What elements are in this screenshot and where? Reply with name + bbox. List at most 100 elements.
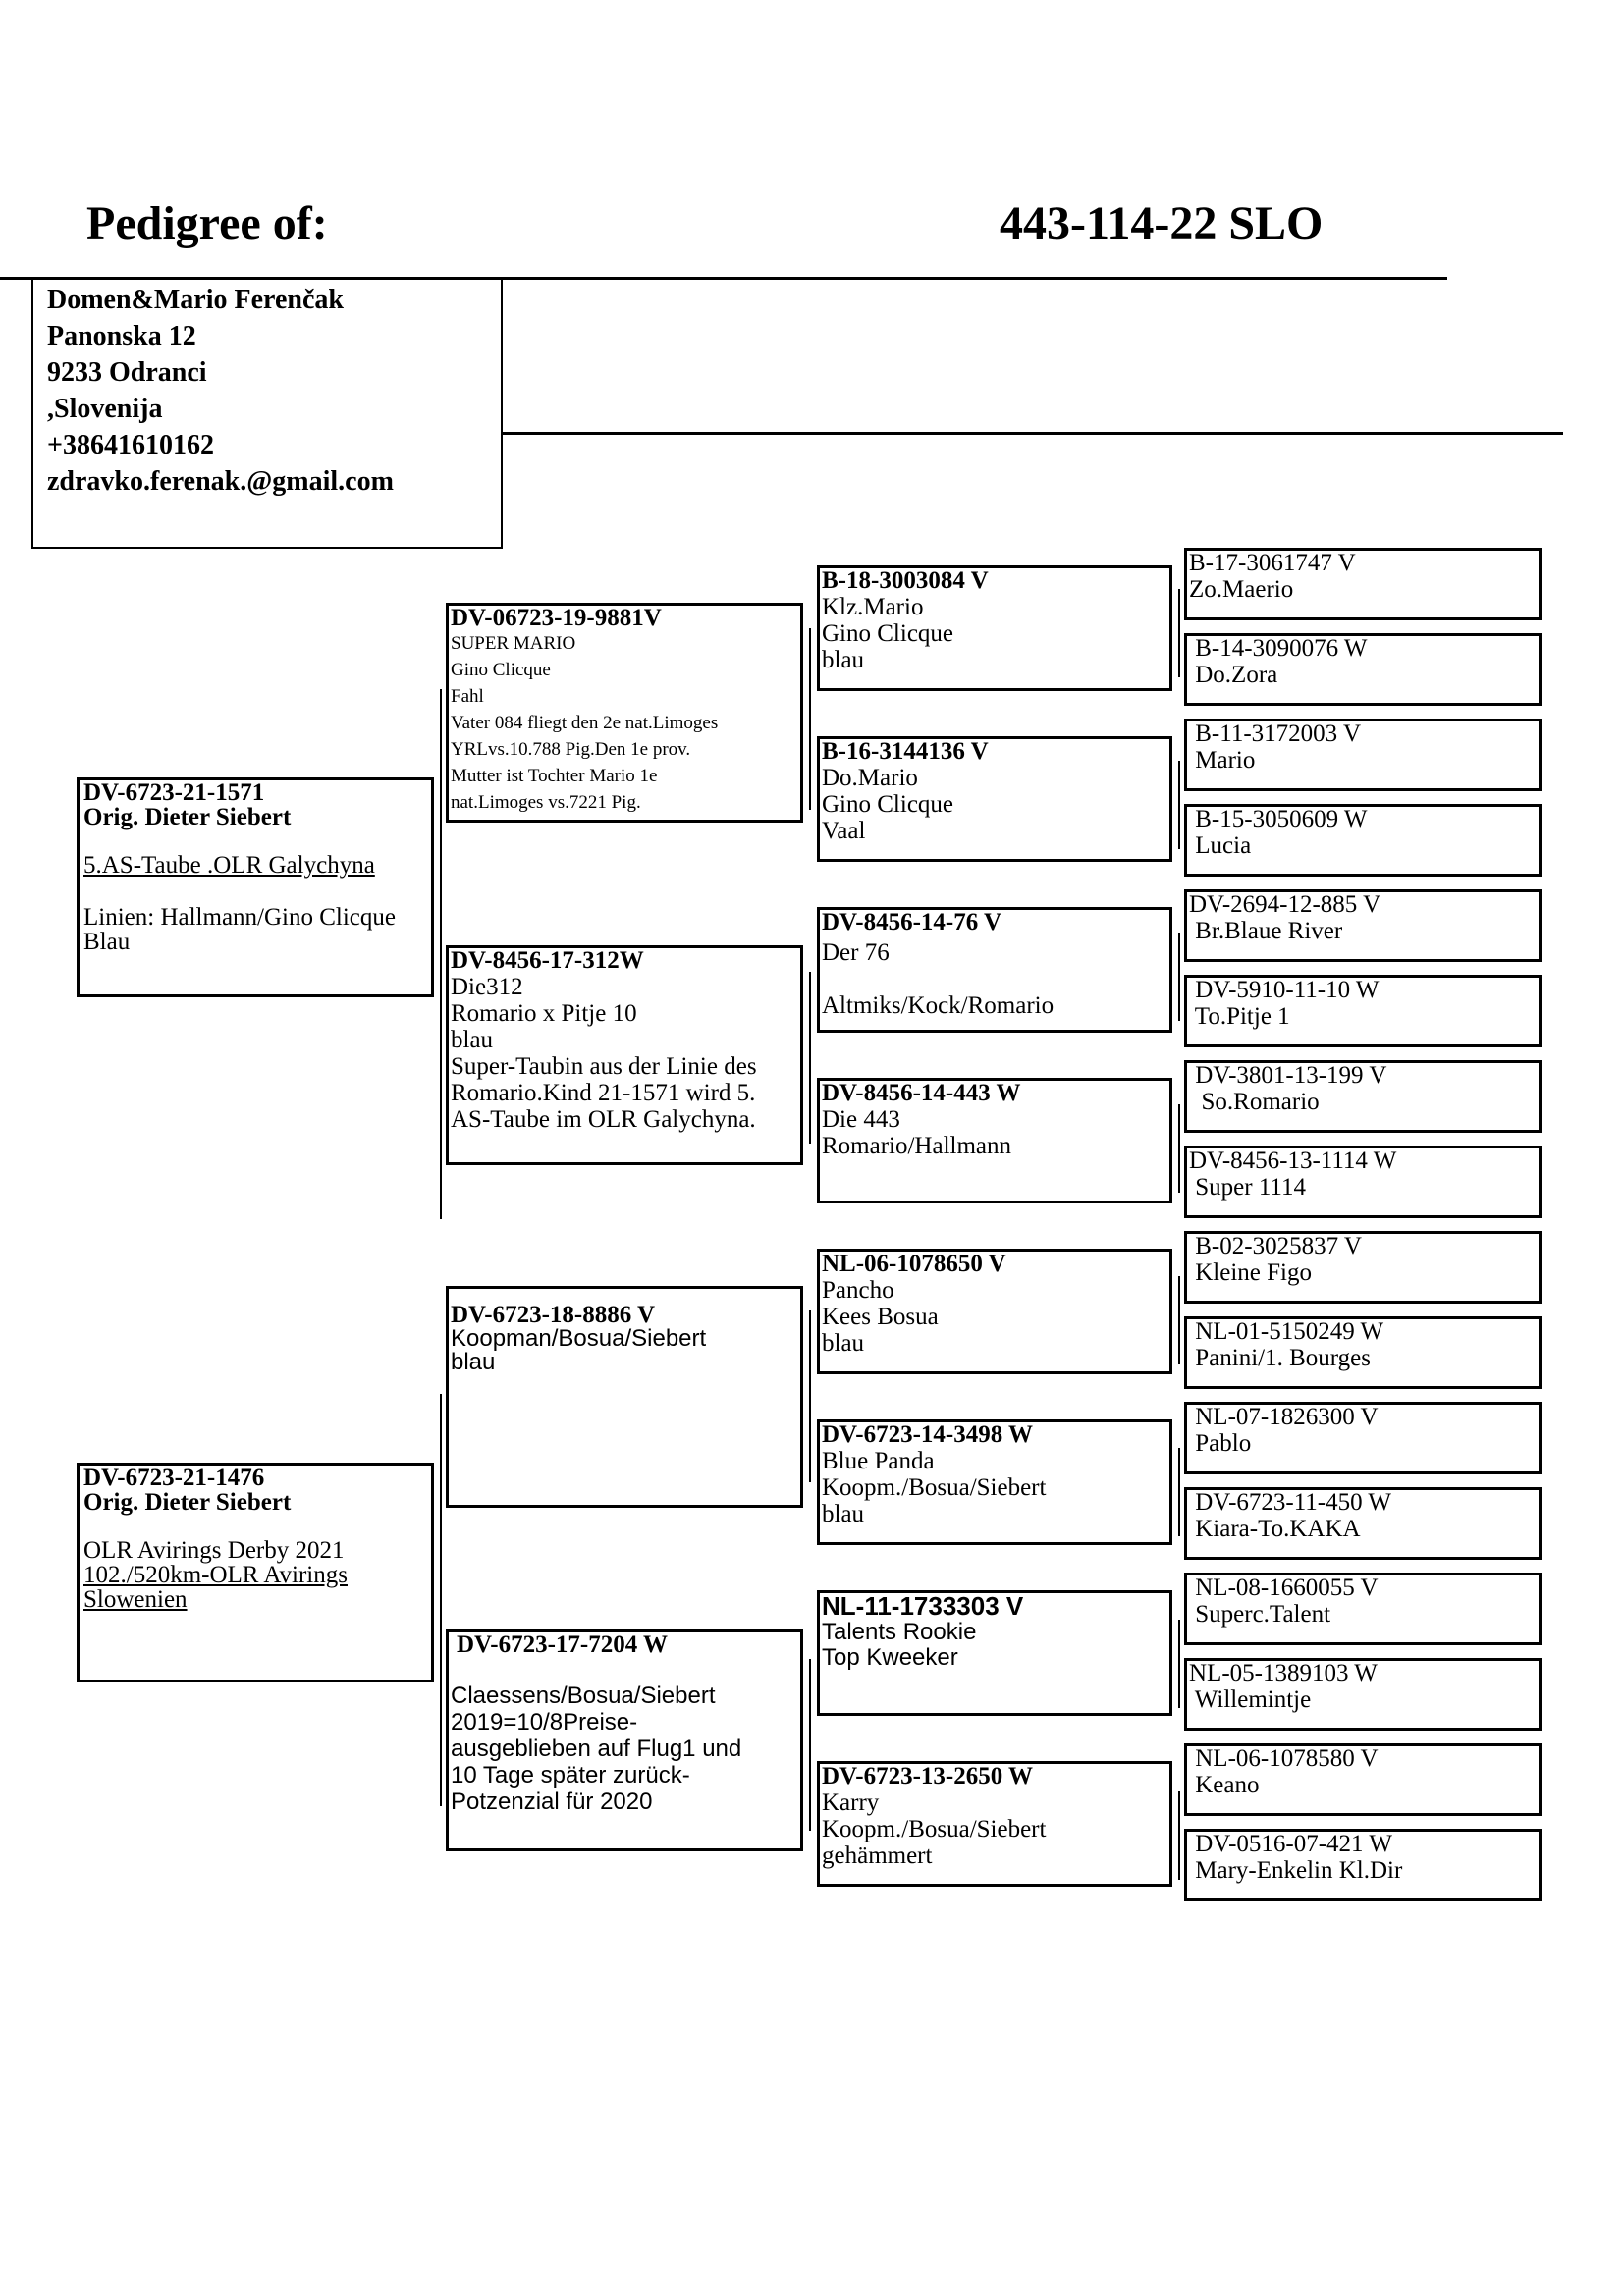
connector: [1178, 1104, 1180, 1193]
dam-note: OLR Avirings Derby 2021: [83, 1537, 345, 1564]
g3-line: [822, 967, 1167, 991]
owner-country: ,Slovenija: [47, 394, 163, 424]
sd-color: blau: [451, 1027, 494, 1053]
g4-name: Kleine Figo: [1189, 1259, 1312, 1286]
connector: [1178, 1276, 1180, 1364]
g4-card-4: B-15-3050609 W Lucia: [1184, 804, 1542, 877]
g4-ring: DV-3801-13-199 V: [1189, 1062, 1387, 1089]
header-rule-top: [0, 277, 1447, 280]
g4-ring: DV-0516-07-421 W: [1189, 1831, 1392, 1857]
owner-box: [31, 278, 503, 549]
g3-color: blau: [822, 647, 865, 673]
g3-name: Karry: [822, 1789, 880, 1816]
ss-note: Vater 084 fliegt den 2e nat.Limoges: [451, 713, 719, 733]
connector: [809, 1310, 811, 1482]
sd-note: Super-Taubin aus der Linie des: [451, 1053, 757, 1080]
owner-email: zdravko.ferenak.@gmail.com: [47, 466, 394, 497]
ss-name: SUPER MARIO: [451, 633, 576, 654]
dam-result: 102./520km-OLR Avirings: [83, 1562, 348, 1588]
owner-name: Domen&Mario Ferenčak: [47, 285, 344, 315]
dd-line: Claessens/Bosua/Siebert: [451, 1682, 716, 1709]
sire-dam-card: DV-8456-17-312W Die312 Romario x Pitje 1…: [446, 945, 803, 1165]
g3-card-3: DV-8456-14-76 V Der 76 Altmiks/Kock/Roma…: [817, 907, 1172, 1033]
header-rule-middle: [503, 432, 1563, 435]
g4-ring: NL-06-1078580 V: [1189, 1745, 1379, 1772]
g4-ring: DV-5910-11-10 W: [1189, 977, 1380, 1003]
g3-name: Talents Rookie: [822, 1619, 977, 1645]
connector: [1178, 761, 1180, 849]
sd-line: Romario x Pitje 10: [451, 1000, 637, 1027]
connector: [1178, 1791, 1180, 1880]
g3-name: Pancho: [822, 1277, 894, 1304]
g4-card-5: DV-2694-12-885 V Br.Blaue River: [1184, 889, 1542, 962]
sire-ring: DV-6723-21-1571: [83, 779, 265, 806]
g4-card-8: DV-8456-13-1114 W Super 1114: [1184, 1146, 1542, 1218]
connector: [809, 1659, 811, 1831]
sire-color: Blau: [83, 929, 131, 955]
g4-card-14: NL-05-1389103 W Willemintje: [1184, 1658, 1542, 1731]
g3-line: Gino Clicque: [822, 791, 954, 818]
g3-card-1: B-18-3003084 V Klz.Mario Gino Clicque bl…: [817, 565, 1172, 691]
g3-color: blau: [822, 1501, 865, 1527]
g4-name: Panini/1. Bourges: [1189, 1345, 1371, 1371]
g3-ring: B-16-3144136 V: [822, 738, 989, 765]
sire-note: 5.AS-Taube .OLR Galychyna: [83, 852, 375, 879]
connector: [1178, 933, 1180, 1021]
g3-color: gehämmert: [822, 1842, 933, 1869]
dam-ring: DV-6723-21-1476: [83, 1465, 265, 1491]
g3-line: Romario/Hallmann: [822, 1133, 1012, 1159]
dam-sire-card: DV-6723-18-8886 V Koopman/Bosua/Siebert …: [446, 1286, 803, 1508]
g4-name: Pablo: [1189, 1430, 1252, 1457]
g4-ring: B-02-3025837 V: [1189, 1233, 1362, 1259]
g4-card-12: DV-6723-11-450 W Kiara-To.KAKA: [1184, 1487, 1542, 1560]
sd-note: AS-Taube im OLR Galychyna.: [451, 1106, 756, 1133]
g4-ring: B-17-3061747 V: [1189, 550, 1356, 576]
sire-card: DV-6723-21-1571 Orig. Dieter Siebert 5.A…: [77, 777, 434, 997]
g4-name: Lucia: [1189, 832, 1252, 859]
g4-name: Zo.Maerio: [1189, 576, 1294, 603]
g3-ring: NL-11-1733303 V: [822, 1591, 1024, 1621]
g3-ring: B-18-3003084 V: [822, 567, 989, 594]
g4-ring: NL-05-1389103 W: [1189, 1660, 1378, 1686]
g3-ring: DV-8456-14-443 W: [822, 1080, 1021, 1106]
g4-ring: DV-8456-13-1114 W: [1189, 1148, 1397, 1174]
dam-card: DV-6723-21-1476 Orig. Dieter Siebert OLR…: [77, 1463, 434, 1682]
ss-color: Fahl: [451, 686, 484, 707]
g4-name: To.Pitje 1: [1189, 1003, 1290, 1030]
owner-city: 9233 Odranci: [47, 357, 207, 388]
g4-ring: DV-6723-11-450 W: [1189, 1489, 1392, 1516]
g4-card-15: NL-06-1078580 V Keano: [1184, 1743, 1542, 1816]
connector: [809, 628, 811, 810]
g3-line: Top Kweeker: [822, 1644, 958, 1671]
g4-card-13: NL-08-1660055 V Superc.Talent: [1184, 1573, 1542, 1645]
g4-ring: NL-01-5150249 W: [1189, 1318, 1384, 1345]
g3-line: Koopm./Bosua/Siebert: [822, 1474, 1047, 1501]
g4-card-6: DV-5910-11-10 W To.Pitje 1: [1184, 975, 1542, 1047]
connector: [440, 1394, 442, 1806]
g3-color: Vaal: [822, 818, 866, 844]
dam-country: Slowenien: [83, 1586, 188, 1613]
g4-ring: NL-07-1826300 V: [1189, 1404, 1379, 1430]
pigeon-ring-number: 443-114-22 SLO: [1000, 197, 1324, 249]
connector: [809, 972, 811, 1144]
g4-card-2: B-14-3090076 W Do.Zora: [1184, 633, 1542, 706]
ss-ring: DV-06723-19-9881V: [451, 605, 662, 631]
g4-name: Keano: [1189, 1772, 1260, 1798]
g4-name: Do.Zora: [1189, 662, 1278, 688]
pedigree-label: Pedigree of:: [86, 197, 328, 249]
ds-ring: DV-6723-18-8886 V: [451, 1302, 656, 1328]
sd-ring: DV-8456-17-312W: [451, 947, 644, 974]
g4-name: Super 1114: [1189, 1174, 1306, 1201]
g4-card-11: NL-07-1826300 V Pablo: [1184, 1402, 1542, 1474]
dd-note: 10 Tage später zurück-: [451, 1762, 690, 1789]
g4-name: Br.Blaue River: [1189, 918, 1343, 944]
dam-dam-card: DV-6723-17-7204 W Claessens/Bosua/Sieber…: [446, 1629, 803, 1851]
ss-line: Gino Clicque: [451, 660, 551, 680]
g4-card-10: NL-01-5150249 W Panini/1. Bourges: [1184, 1316, 1542, 1389]
g4-ring: DV-2694-12-885 V: [1189, 891, 1381, 918]
g3-line: Altmiks/Kock/Romario: [822, 992, 1055, 1019]
g3-ring: DV-6723-13-2650 W: [822, 1763, 1034, 1789]
g3-card-4: DV-8456-14-443 W Die 443 Romario/Hallman…: [817, 1078, 1172, 1203]
ss-note: Mutter ist Tochter Mario 1e: [451, 766, 658, 786]
